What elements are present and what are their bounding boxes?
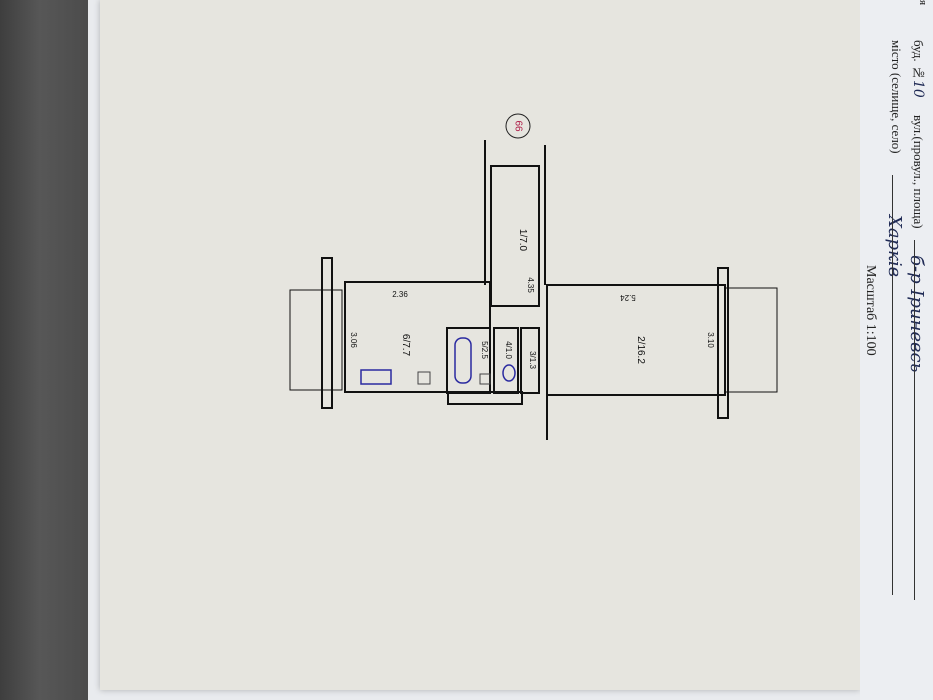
room-5-label: 5/2.5 xyxy=(480,341,489,359)
balcony-left xyxy=(289,289,343,391)
balcony-right xyxy=(724,287,778,393)
room-2-label: 2/16.2 xyxy=(635,336,646,364)
dimension-label: 5.24 xyxy=(620,293,636,302)
edge-letter: я xyxy=(917,0,929,6)
building-number: 10 xyxy=(910,80,926,98)
sink-icon xyxy=(417,371,431,385)
room-3-label: 3/1.3 xyxy=(528,351,537,369)
apartment-number: 66 xyxy=(512,120,523,132)
street-value: б-р Іриневсь xyxy=(906,255,927,373)
room-3-outline xyxy=(520,327,540,394)
sink-icon xyxy=(479,373,491,385)
apartment-number-circle xyxy=(505,113,531,139)
room-6-label: 6/7.7 xyxy=(400,334,411,357)
scale-label: Масштаб 1:100 xyxy=(863,265,878,356)
shaft xyxy=(447,391,523,405)
city-underline xyxy=(892,175,893,595)
dimension-label: 4.35 xyxy=(526,277,535,293)
room-4-outline xyxy=(493,327,519,394)
dimension-label: 3.06 xyxy=(349,332,358,348)
dimension-label: 2.36 xyxy=(392,290,408,299)
form-header: буд. № 10 вул.(провул., площа) б-р Ірине… xyxy=(860,0,933,700)
toilet-icon xyxy=(502,364,516,382)
room-1-label: 1/7.0 xyxy=(517,229,528,252)
building-label: буд. № xyxy=(911,40,926,80)
city-label: місто (селище, село) xyxy=(889,40,904,154)
room-4-label: 4/1.0 xyxy=(504,341,513,359)
street-underline xyxy=(914,240,915,600)
room-1-outline xyxy=(490,165,540,307)
bathtub-icon xyxy=(454,337,472,384)
dimension-label: 3.10 xyxy=(706,332,715,348)
outer-wall-right xyxy=(717,267,729,419)
city-value: Харків xyxy=(884,215,905,278)
street-label: вул.(провул., площа) xyxy=(911,115,926,229)
outer-wall-left xyxy=(321,257,333,409)
stove-icon xyxy=(360,369,392,385)
room-5-outline xyxy=(446,327,491,394)
floor-plan-sheet xyxy=(100,0,860,690)
